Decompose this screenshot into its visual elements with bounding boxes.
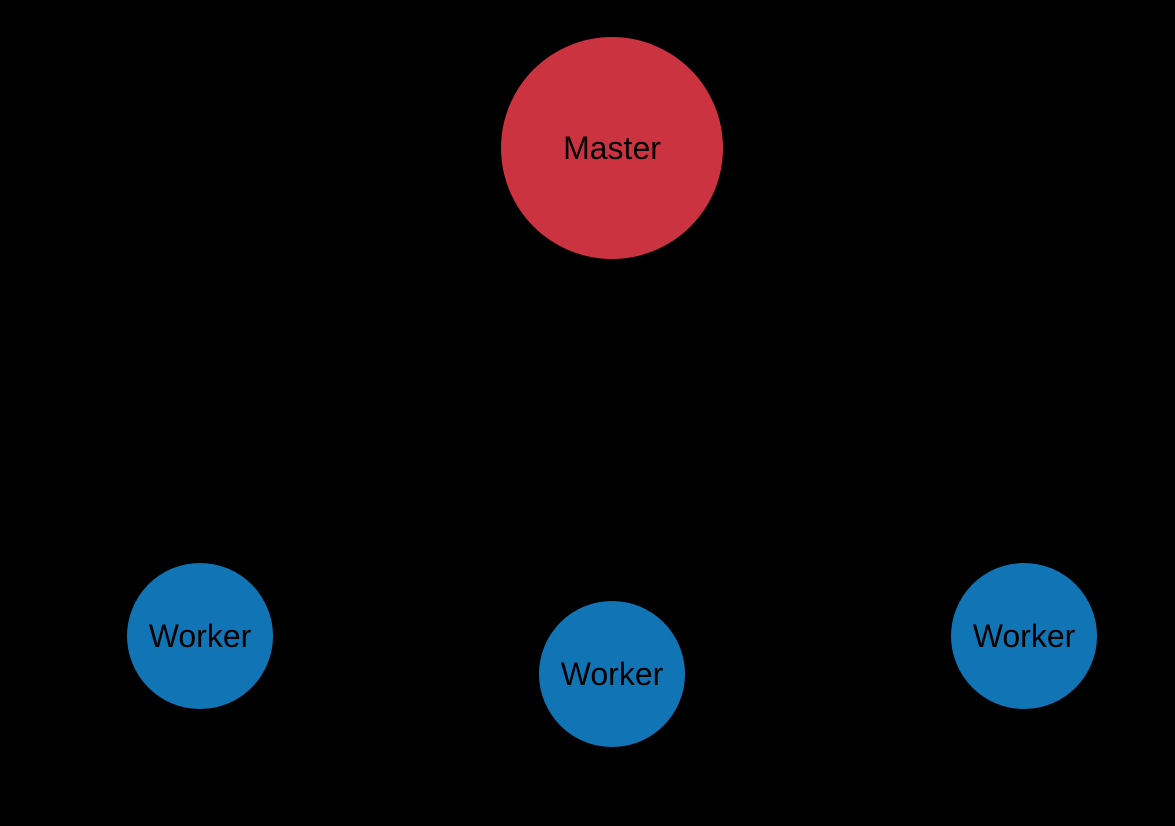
node-worker-3[interactable]: Worker — [951, 563, 1097, 709]
node-circle-master[interactable] — [501, 37, 723, 259]
node-circle-worker-3[interactable] — [951, 563, 1097, 709]
node-label-worker-1: Worker — [149, 618, 252, 654]
node-label-worker-2: Worker — [561, 656, 664, 692]
node-label-worker-3: Worker — [973, 618, 1076, 654]
node-master[interactable]: Master — [501, 37, 723, 259]
node-circle-worker-1[interactable] — [127, 563, 273, 709]
node-label-master: Master — [563, 130, 661, 166]
node-worker-2[interactable]: Worker — [539, 601, 685, 747]
node-circle-worker-2[interactable] — [539, 601, 685, 747]
node-worker-1[interactable]: Worker — [127, 563, 273, 709]
